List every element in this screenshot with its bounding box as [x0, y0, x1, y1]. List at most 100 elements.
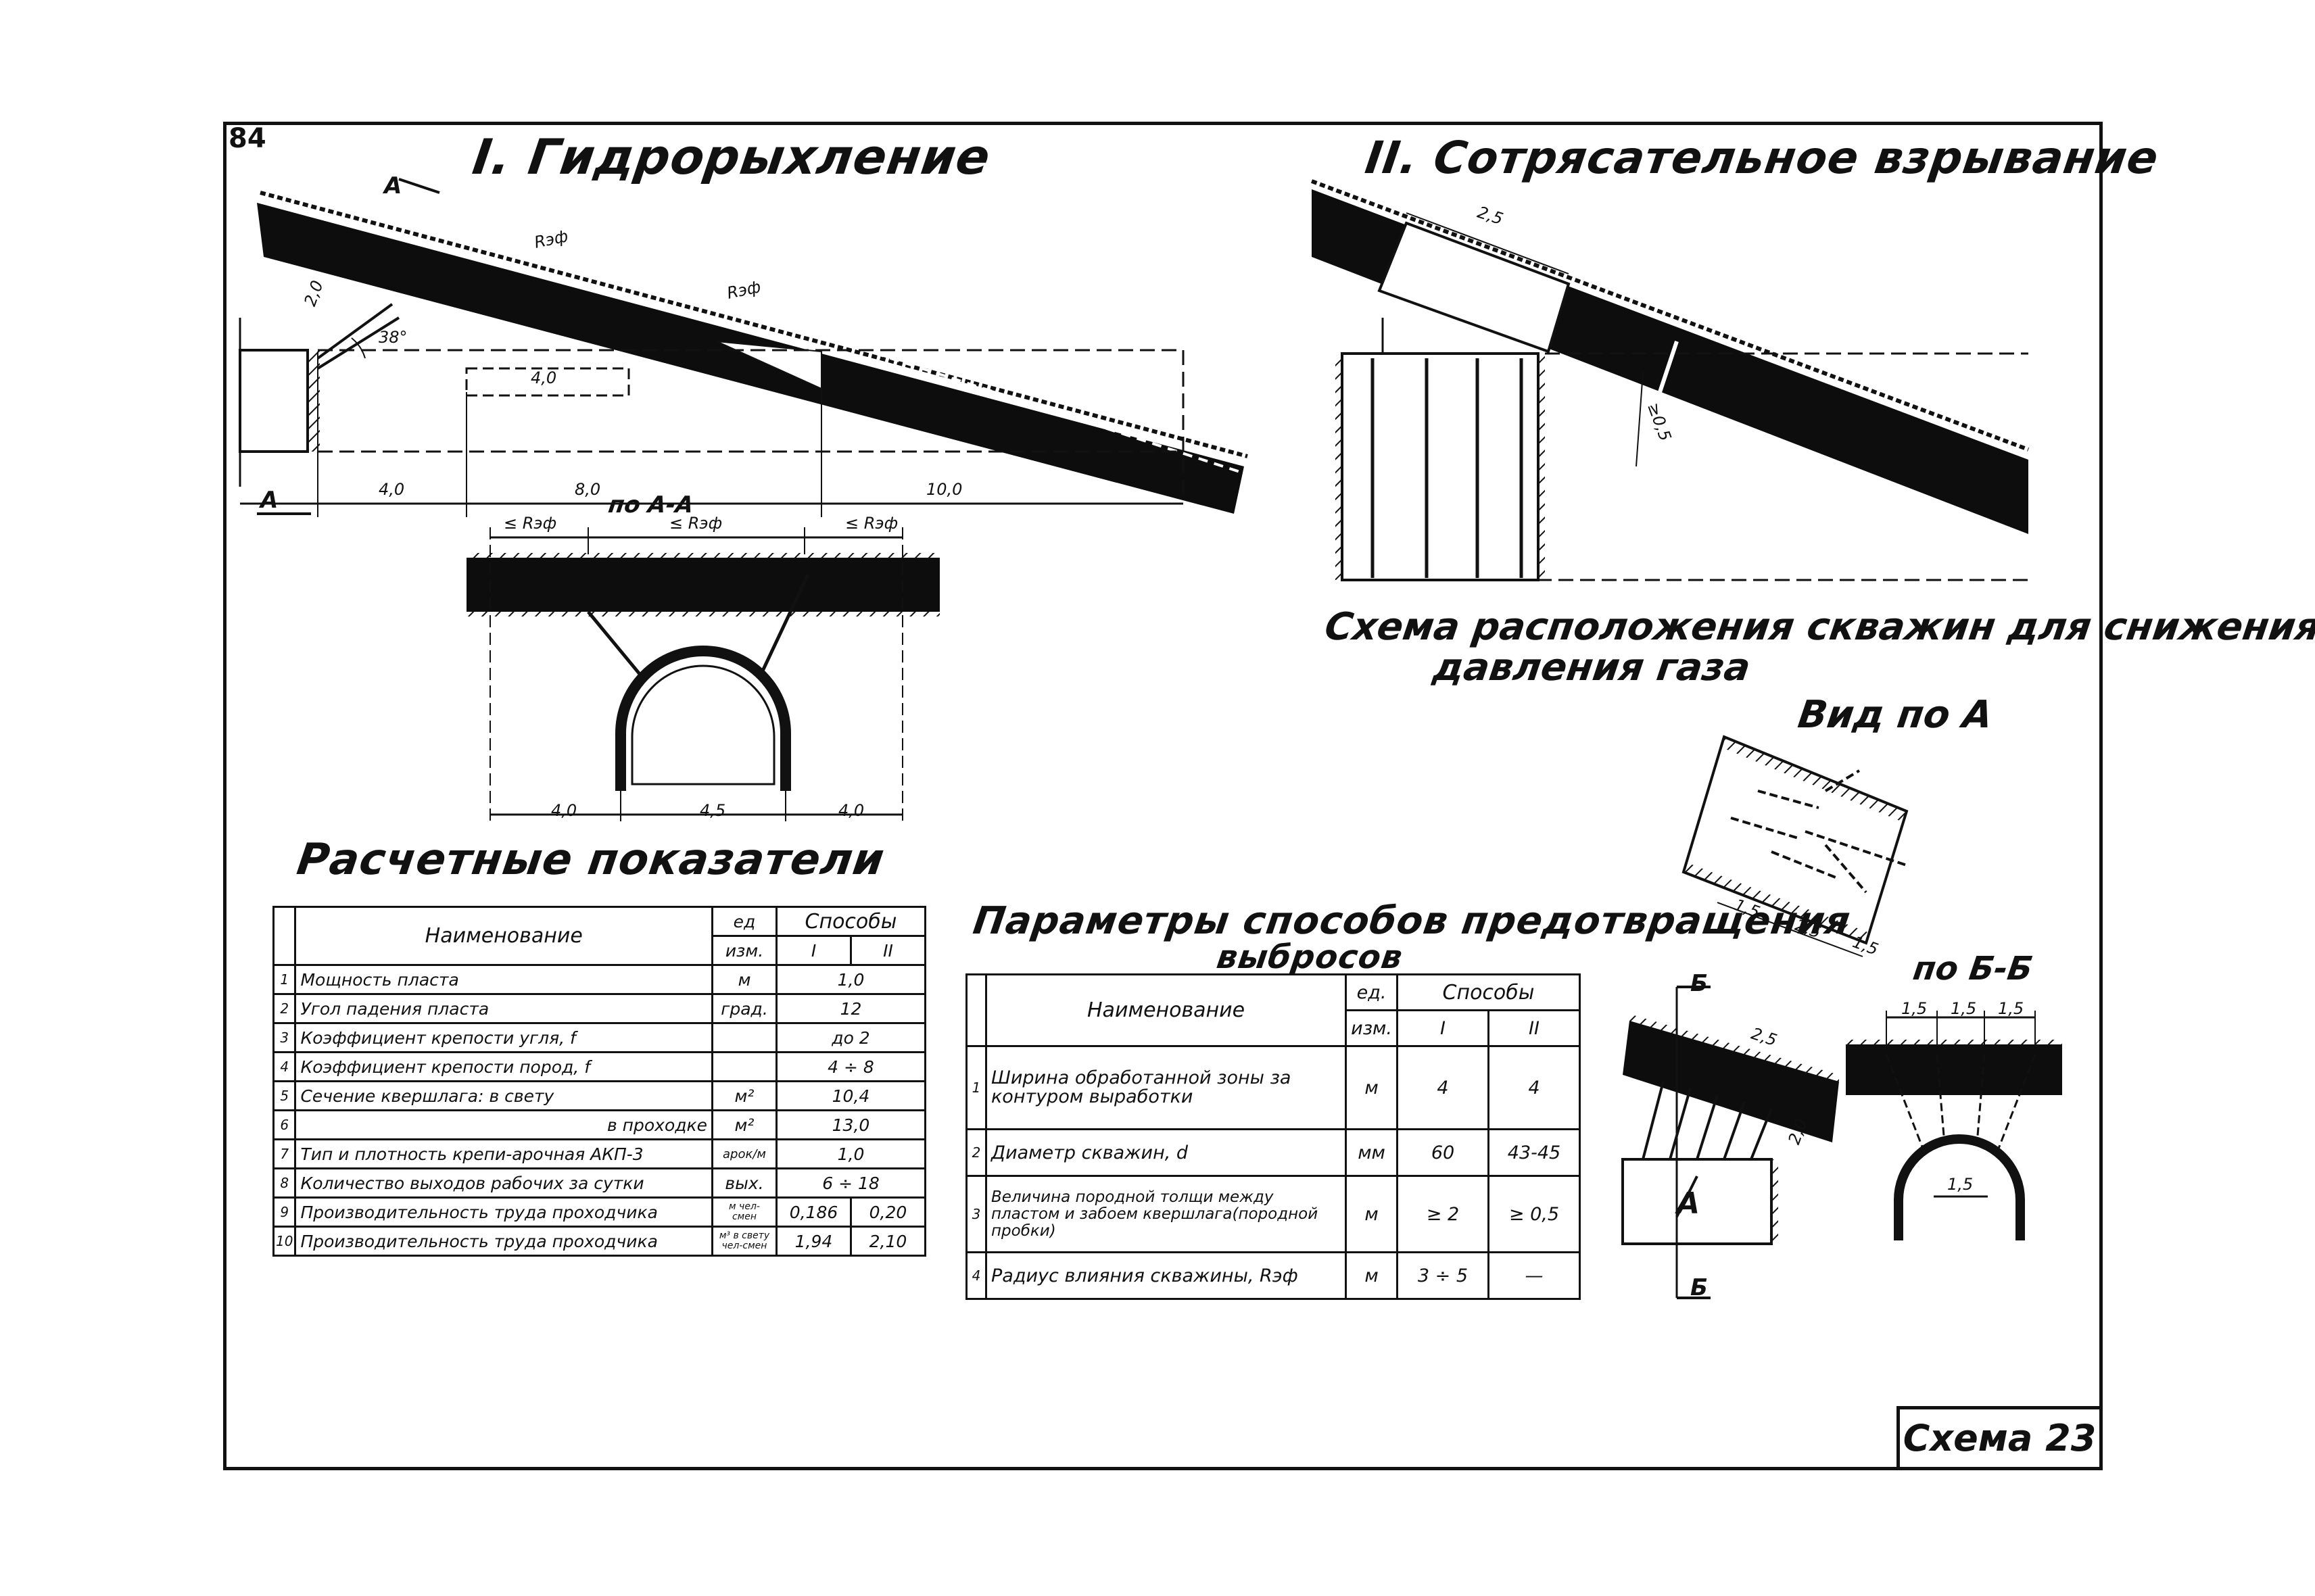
dim-label-bb-1-5-arch: 1,5: [1947, 1175, 1974, 1194]
calc-header-name: Наименование: [294, 906, 713, 966]
table-row: 1 Ширина обработанной зоны за контуром в…: [965, 1045, 1581, 1130]
row-value-method-1: ≥ 2: [1396, 1175, 1489, 1253]
row-number: 2: [965, 1128, 987, 1177]
row-number: 3: [272, 1022, 297, 1053]
seam-section-two: [1310, 179, 2030, 581]
row-number: 5: [272, 1080, 297, 1111]
row-name: Тип и плотность крепи-арочная АКП-3: [294, 1138, 713, 1169]
row-value-method-2: 2,10: [850, 1226, 926, 1257]
table-row: 3 Величина породной толщи между пластом …: [965, 1175, 1581, 1253]
row-unit: м²: [711, 1109, 778, 1140]
section-bb: [1846, 1011, 2062, 1240]
calc-header-m1: I: [775, 935, 852, 966]
row-value: 1,0: [775, 1138, 926, 1169]
row-unit: м: [1345, 1251, 1398, 1300]
dim-label-bb-1-5-c: 1,5: [1998, 999, 2024, 1018]
row-number: 7: [272, 1138, 297, 1169]
dim-label-8-0: 8,0: [575, 480, 601, 499]
row-unit: арок/м: [711, 1138, 778, 1169]
row-name: Сечение квершлага: в свету: [294, 1080, 713, 1111]
page-number: 84: [229, 123, 266, 154]
params-header-m2: II: [1487, 1009, 1581, 1047]
section-mark-b-top: Б: [1690, 970, 1708, 997]
table-row: 1 Мощность пласта м 1,0: [272, 964, 926, 995]
row-unit: м: [711, 964, 778, 995]
row-number: 2: [272, 993, 297, 1024]
row-number: 8: [272, 1167, 297, 1199]
row-value-method-2: 43-45: [1487, 1128, 1581, 1177]
table-row: 2 Угол падения пласта град. 12: [272, 993, 926, 1024]
row-name: Коэффициент крепости пород, f: [294, 1051, 713, 1082]
row-value: 13,0: [775, 1109, 926, 1140]
dim-label-4-0: 4,0: [379, 480, 405, 499]
row-value-method-1: 60: [1396, 1128, 1489, 1177]
calc-header-unit-1: ед: [711, 906, 778, 937]
row-name: Количество выходов рабочих за сутки: [294, 1167, 713, 1199]
row-number: 6: [272, 1109, 297, 1140]
table-row: 4 Радиус влияния скважины, Rэф м 3 ÷ 5 —: [965, 1251, 1581, 1300]
table-row: 8 Количество выходов рабочих за сутки вы…: [272, 1167, 926, 1199]
row-number: 10: [272, 1226, 297, 1257]
section-mark-a-top: А: [384, 172, 402, 199]
calc-table-title: Расчетные показатели: [293, 835, 888, 885]
params-header-num: [965, 973, 987, 1047]
table-row: 9 Производительность труда проходчика м …: [272, 1196, 926, 1228]
table-row: 6 в проходке м² 13,0: [272, 1109, 926, 1140]
row-name: Угол падения пласта: [294, 993, 713, 1024]
params-table-title-line2: выбросов: [1214, 938, 1406, 976]
row-value: 10,4: [775, 1080, 926, 1111]
row-value: до 2: [775, 1022, 926, 1053]
row-value-method-1: 1,94: [775, 1226, 852, 1257]
dim-label-4-0-inner: 4,0: [531, 368, 557, 387]
row-value-method-1: 0,186: [775, 1196, 852, 1228]
row-number: 4: [272, 1051, 297, 1082]
params-table-title-line1: Параметры способов предотвращения: [970, 899, 1854, 943]
row-name: Мощность пласта: [294, 964, 713, 995]
row-name: Производительность труда проходчика: [294, 1226, 713, 1257]
drift-section-one: [239, 178, 1185, 517]
row-number: 1: [272, 964, 297, 995]
table-row: 2 Диаметр скважин, d мм 60 43-45: [965, 1128, 1581, 1177]
params-table: Наименование ед. Способы изм. I II 1 Шир…: [965, 973, 1581, 1300]
section-aa: [467, 527, 940, 821]
row-unit: м³ в свету чел-смен: [711, 1226, 778, 1257]
dim-label-bb-1-5-b: 1,5: [1951, 999, 1977, 1018]
row-unit: мм: [1345, 1128, 1398, 1177]
row-value-method-2: 4: [1487, 1045, 1581, 1130]
dim-label-aa-4-0-left: 4,0: [551, 801, 577, 820]
calc-header-m2: II: [850, 935, 926, 966]
row-value-method-2: 0,20: [850, 1196, 926, 1228]
row-value-method-1: 4: [1396, 1045, 1489, 1130]
row-unit: град.: [711, 993, 778, 1024]
view-mark-a: А: [1677, 1186, 1700, 1221]
params-header-name: Наименование: [984, 973, 1347, 1047]
row-value: 1,0: [775, 964, 926, 995]
dim-label-bb-1-5-a: 1,5: [1901, 999, 1928, 1018]
row-name: в проходке: [294, 1109, 713, 1140]
reff-le-label-left: ≤ Rэф: [504, 514, 557, 533]
row-value: 4 ÷ 8: [775, 1051, 926, 1082]
row-value: 12: [775, 993, 926, 1024]
view-a: [1681, 735, 1909, 957]
row-unit: м чел-смен: [711, 1196, 778, 1228]
row-unit: [711, 1022, 778, 1053]
row-value-method-2: ≥ 0,5: [1487, 1175, 1581, 1253]
row-number: 9: [272, 1196, 297, 1228]
table-row: 5 Сечение квершлага: в свету м² 10,4: [272, 1080, 926, 1111]
seam-section-one: [257, 191, 1248, 514]
calc-header-methods: Способы: [775, 906, 926, 937]
row-name: Радиус влияния скважины, Rэф: [984, 1251, 1347, 1300]
row-unit: [711, 1051, 778, 1082]
section-mark-a-bottom: А: [260, 487, 279, 514]
calc-table: Наименование ед Способы изм. I II 1 Мощн…: [272, 906, 926, 1257]
section-b-left: [1621, 986, 1839, 1299]
params-header-unit-1: ед.: [1345, 973, 1398, 1011]
dim-label-aa-4-5: 4,5: [700, 801, 726, 820]
dim-label-aa-4-0-right: 4,0: [838, 801, 865, 820]
table-row: 3 Коэффициент крепости угля, f до 2: [272, 1022, 926, 1053]
row-number: 4: [965, 1251, 987, 1300]
params-header-m1: I: [1396, 1009, 1489, 1047]
row-unit: м: [1345, 1175, 1398, 1253]
calc-header-num: [272, 906, 297, 966]
